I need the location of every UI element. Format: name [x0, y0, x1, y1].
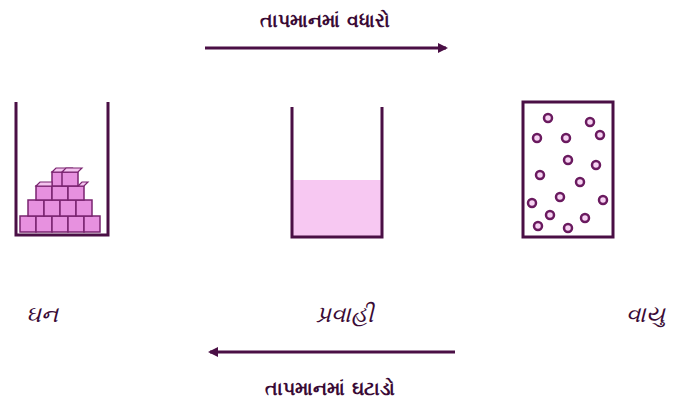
solid-beaker: [16, 102, 108, 235]
state-node: પ્રવાહી: [312, 299, 378, 330]
arrow-label: તાપમાનમાં વધારો: [260, 9, 390, 32]
state-node: વાયુ: [622, 299, 669, 330]
liquid-beaker: [292, 107, 382, 237]
increase-arrow: [205, 47, 446, 50]
gas-box: [523, 102, 613, 237]
decrease-arrow: [210, 351, 455, 354]
state-label: પ્રવાહી: [316, 301, 374, 328]
state-label: વાયુ: [626, 301, 665, 328]
state-label: ઘન: [26, 301, 58, 328]
arrow-label: તાપમાનમાં ઘટાડો: [265, 377, 395, 400]
state-node: ઘન: [22, 299, 62, 330]
